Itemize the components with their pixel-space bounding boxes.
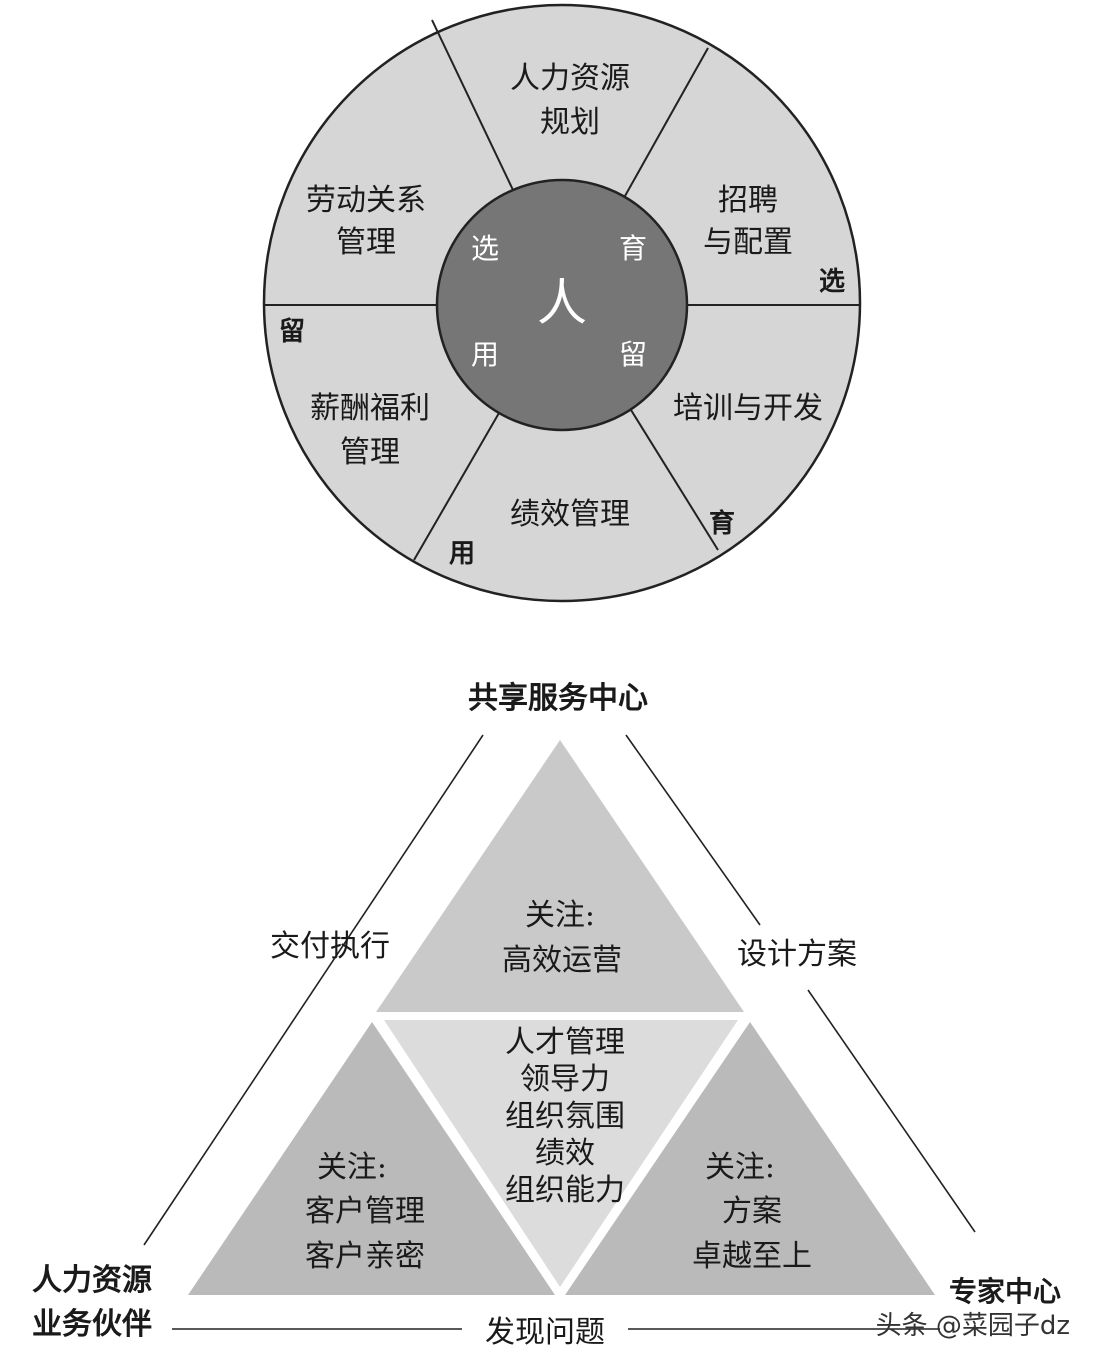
- top-triangle: [376, 740, 744, 1012]
- segment-salary-line1: 薪酬福利: [310, 391, 430, 426]
- outer-retain-label: 留: [279, 317, 305, 347]
- inner-retain-label: 留: [619, 338, 647, 371]
- right-label: 专家中心: [949, 1275, 1061, 1308]
- top-tri-line2: 高效运营: [502, 943, 622, 978]
- hr-triangle: 共享服务中心 人力资源 业务伙伴 专家中心 交付执行 设计方案 发现问题 关注:…: [32, 681, 1061, 1350]
- segment-planning-line1: 人力资源: [510, 61, 630, 96]
- left-label-line2: 业务伙伴: [32, 1307, 152, 1342]
- left-tri-line3: 客户亲密: [305, 1239, 425, 1274]
- inner-use-label: 用: [471, 338, 499, 371]
- bottom-side-label: 发现问题: [485, 1315, 605, 1350]
- center-tri-line3: 组织氛围: [505, 1099, 625, 1134]
- spoke-line: [630, 409, 719, 551]
- inner-select-label: 选: [471, 232, 499, 265]
- right-side-label: 设计方案: [737, 937, 857, 972]
- center-triangle: [384, 1020, 738, 1287]
- segment-recruit-line2: 与配置: [703, 225, 793, 260]
- right-tri-line2: 方案: [722, 1194, 782, 1229]
- center-tri-line2: 领导力: [520, 1062, 610, 1097]
- center-tri-line4: 绩效: [535, 1136, 595, 1171]
- segment-labor-line2: 管理: [336, 225, 396, 260]
- hr-wheel: 人 选 育 用 留 人力资源 规划 招聘 与配置 培训与开发 绩效管理 薪酬福利…: [262, 3, 862, 603]
- inner-cultivate-label: 育: [619, 232, 647, 265]
- center-label: 人: [537, 274, 587, 332]
- left-label-line1: 人力资源: [32, 1263, 152, 1298]
- right-side-line-upper: [625, 734, 761, 926]
- left-side-line-upper: [143, 734, 484, 1246]
- outer-cultivate-label: 育: [709, 508, 735, 539]
- left-side-label: 交付执行: [270, 929, 390, 964]
- segment-salary-line2: 管理: [340, 435, 400, 470]
- segment-performance: 绩效管理: [510, 497, 630, 532]
- left-tri-line1: 关注:: [317, 1150, 387, 1185]
- segment-labor-line1: 劳动关系: [306, 183, 426, 218]
- left-triangle: [188, 1022, 555, 1295]
- center-tri-line5: 组织能力: [505, 1173, 625, 1208]
- center-tri-line1: 人才管理: [505, 1025, 625, 1060]
- spoke-line: [431, 19, 514, 191]
- spoke-line: [413, 412, 500, 561]
- segment-planning-line2: 规划: [540, 105, 600, 140]
- segment-recruit-line1: 招聘: [718, 183, 778, 218]
- spoke-line: [624, 47, 709, 197]
- segment-training: 培训与开发: [673, 391, 823, 426]
- outer-use-label: 用: [449, 539, 475, 569]
- left-tri-line2: 客户管理: [305, 1194, 425, 1229]
- right-tri-line3: 卓越至上: [692, 1239, 812, 1274]
- right-side-line-lower: [807, 989, 976, 1233]
- watermark-text: 头条 @菜园子dz: [876, 1311, 1070, 1341]
- inner-circle: [435, 178, 689, 432]
- outer-select-label: 选: [819, 267, 845, 297]
- right-tri-line1: 关注:: [705, 1150, 775, 1185]
- right-triangle: [565, 1022, 935, 1295]
- top-label: 共享服务中心: [468, 681, 648, 716]
- top-tri-line1: 关注:: [525, 898, 595, 933]
